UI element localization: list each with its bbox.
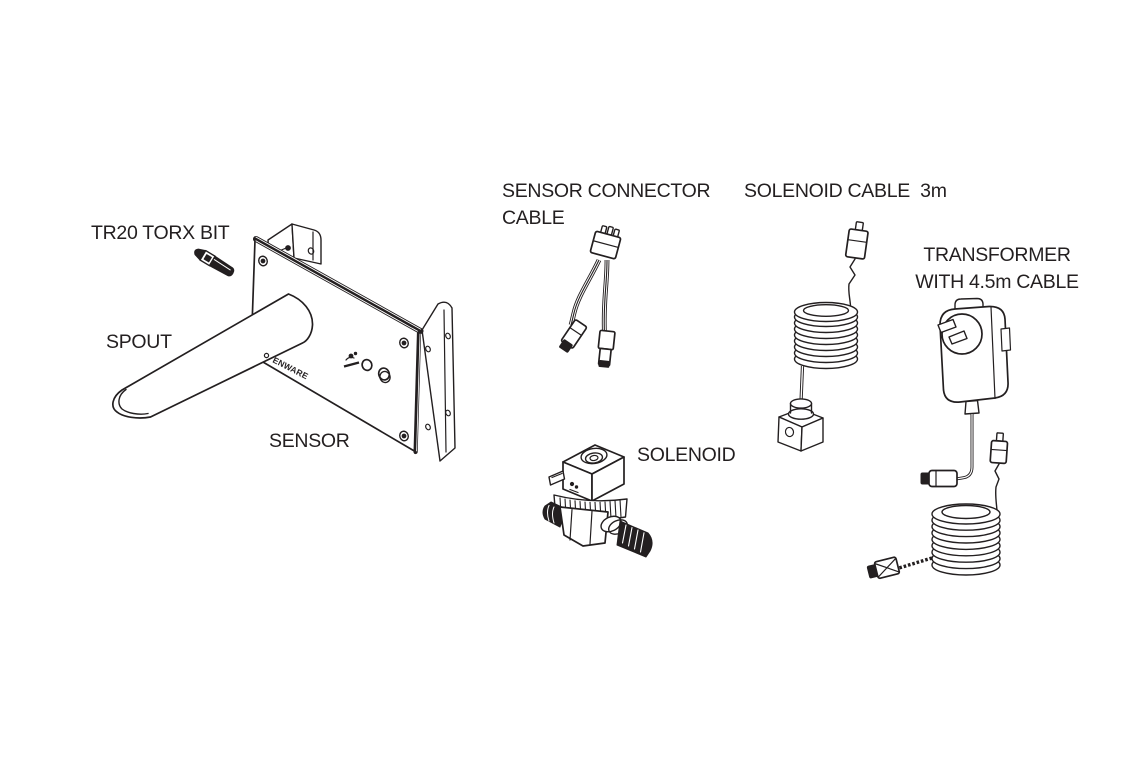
connector-wires [568, 258, 610, 335]
cable-coil [793, 301, 859, 370]
sensor-connector-cable-label-line1: SENSOR CONNECTOR [502, 180, 710, 202]
spout-drawing [112, 293, 314, 419]
sensor-assembly-drawing: ENWARE [112, 223, 456, 462]
sensor-connector-cable-label-line2: CABLE [502, 207, 565, 229]
transformer-drawing [866, 297, 1012, 580]
sensor-windows [361, 358, 391, 381]
sensor-pictogram-icon [343, 351, 360, 368]
solenoid-drawing [542, 444, 653, 558]
transformer-label-line1: TRANSFORMER [923, 244, 1071, 266]
solenoid-cable-label: SOLENOID CABLE 3m [744, 180, 947, 202]
sensor-connector-cable-drawing [559, 225, 622, 368]
transformer-label-line2: WITH 4.5m CABLE [915, 271, 1079, 293]
transformer-cable-coil [931, 503, 1001, 576]
sensor-label: SENSOR [269, 430, 350, 452]
thread-lines [621, 524, 645, 553]
torx-bit-drawing [194, 248, 235, 277]
torx-bit-label: TR20 TORX BIT [91, 222, 230, 244]
solenoid-cable-drawing [777, 221, 869, 452]
din-connector [777, 398, 824, 452]
spout-label: SPOUT [106, 331, 172, 353]
solenoid-label: SOLENOID [637, 444, 736, 466]
